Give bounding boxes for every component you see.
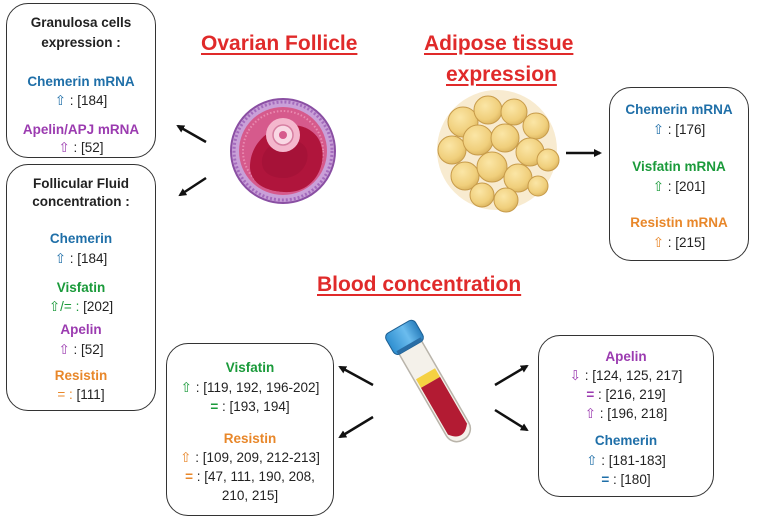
- blood-visfatin-up-value: ⇧ : [119, 192, 196-202]: [167, 380, 333, 396]
- blood-apelin-eq-value: = : [216, 219]: [539, 387, 713, 402]
- equal-sign-icon: =: [185, 469, 194, 484]
- blood-visfatin-resistin-box: Visfatin ⇧ : [119, 192, 196-202] = : [19…: [166, 343, 334, 516]
- ff-chemerin-label: Chemerin: [49, 231, 113, 246]
- adipose-chemerin-ref: : [176]: [664, 122, 706, 137]
- up-arrow-icon: ⇧: [54, 251, 67, 266]
- follicular-fluid-header: Follicular Fluid: [32, 176, 129, 191]
- up-arrow-icon: ⇧: [58, 140, 70, 155]
- granulosa-apelin-label: Apelin/APJ mRNA: [22, 122, 140, 137]
- adipose-visfatin-label: Visfatin mRNA: [632, 159, 726, 174]
- up-arrow-icon: ⇧: [180, 380, 192, 395]
- blood-apelin-up-ref: : [196, 218]: [596, 406, 668, 421]
- granulosa-header-2: expression :: [41, 35, 121, 50]
- equal-sign-icon: = :: [57, 387, 73, 402]
- ff-chemerin-value: ⇧ : [184]: [7, 251, 155, 267]
- adipose-chemerin-value: ⇧ : [176]: [610, 122, 748, 138]
- arrow-to-blood-resistin: [338, 415, 374, 439]
- up-arrow-icon: ⇧: [584, 406, 596, 421]
- granulosa-header: Granulosa cells: [30, 15, 132, 30]
- ovarian-follicle-title: Ovarian Follicle: [201, 32, 358, 55]
- blood-chemerin-up-ref: : [181-183]: [597, 453, 666, 468]
- blood-apelin-down-ref: : [124, 125, 217]: [580, 368, 683, 383]
- blood-resistin-label: Resistin: [223, 431, 277, 446]
- ff-resistin-ref: [111]: [72, 387, 105, 402]
- arrow-to-blood-apelin: [494, 364, 529, 387]
- ff-apelin-label: Apelin: [60, 322, 102, 337]
- blood-tube-icon: [385, 319, 472, 443]
- adipose-resistin-value: ⇧ : [215]: [610, 235, 748, 251]
- adipose-tissue-title-line1: Adipose tissue: [424, 32, 574, 55]
- blood-visfatin-label: Visfatin: [225, 360, 275, 375]
- equal-sign-icon: =: [210, 399, 219, 414]
- adipose-tissue-icon: [437, 90, 560, 213]
- arrow-to-blood-chemerin: [494, 408, 529, 432]
- granulosa-apelin-value: ⇧ : [52]: [7, 140, 155, 156]
- ff-resistin-value: = : [111]: [7, 387, 155, 402]
- blood-apelin-label: Apelin: [605, 349, 647, 364]
- up-arrow-icon: ⇧: [586, 453, 598, 468]
- up-arrow-icon: ⇧: [652, 179, 665, 194]
- granulosa-apelin-ref: : [52]: [69, 140, 104, 155]
- up-arrow-icon: ⇧: [54, 93, 67, 108]
- up-arrow-icon: ⇧: [58, 342, 70, 357]
- equal-sign-icon: =: [586, 387, 595, 402]
- adipose-tissue-box: Chemerin mRNA ⇧ : [176] Visfatin mRNA ⇧ …: [609, 87, 749, 261]
- blood-apelin-up-value: ⇧ : [196, 218]: [539, 406, 713, 422]
- ff-visfatin-ref: [202]: [79, 299, 114, 314]
- blood-chemerin-up-value: ⇧ : [181-183]: [539, 453, 713, 469]
- blood-concentration-title: Blood concentration: [317, 273, 522, 296]
- arrow-to-granulosa: [176, 124, 207, 144]
- blood-apelin-eq-ref: : [216, 219]: [594, 387, 666, 402]
- ff-chemerin-ref: : [184]: [66, 251, 108, 266]
- ff-apelin-value: ⇧ : [52]: [7, 342, 155, 358]
- blood-chemerin-eq-ref: : [180]: [609, 472, 651, 487]
- arrow-to-follicular-fluid: [178, 176, 207, 197]
- granulosa-chemerin-label: Chemerin mRNA: [27, 74, 135, 89]
- blood-resistin-eq-ref-cont: 210, 215]: [221, 488, 279, 503]
- adipose-resistin-ref: : [215]: [664, 235, 706, 250]
- ovarian-follicle-icon: [230, 98, 336, 204]
- blood-visfatin-eq-value: = : [193, 194]: [167, 399, 333, 414]
- ff-visfatin-value: ⇧/= : [202]: [7, 299, 155, 315]
- ff-visfatin-label: Visfatin: [56, 280, 106, 295]
- granulosa-chemerin-value: ⇧ : [184]: [7, 93, 155, 109]
- follicular-fluid-box: Follicular Fluid concentration : Chemeri…: [6, 164, 156, 411]
- up-equal-arrow-icon: ⇧/= :: [48, 299, 80, 314]
- adipose-visfatin-ref: : [201]: [664, 179, 706, 194]
- up-arrow-icon: ⇧: [180, 450, 192, 465]
- granulosa-chemerin-ref: : [184]: [66, 93, 108, 108]
- up-arrow-icon: ⇧: [652, 235, 665, 250]
- follicular-fluid-header-2: concentration :: [32, 194, 130, 209]
- blood-resistin-eq-value: = : [47, 111, 190, 208,: [167, 469, 333, 484]
- ff-resistin-label: Resistin: [54, 368, 108, 383]
- blood-resistin-eq-ref: : [47, 111, 190, 208,: [193, 469, 315, 484]
- arrow-to-blood-visfatin: [338, 365, 374, 387]
- adipose-chemerin-label: Chemerin mRNA: [625, 102, 733, 117]
- equal-sign-icon: =: [601, 472, 610, 487]
- blood-resistin-up-ref: : [109, 209, 212-213]: [191, 450, 320, 465]
- blood-apelin-down-value: ⇩ : [124, 125, 217]: [539, 368, 713, 384]
- blood-apelin-chemerin-box: Apelin ⇩ : [124, 125, 217] = : [216, 219…: [538, 335, 714, 497]
- adipose-tissue-title-line2: expression: [446, 63, 557, 86]
- blood-chemerin-label: Chemerin: [594, 433, 658, 448]
- ff-apelin-ref: : [52]: [69, 342, 104, 357]
- granulosa-cells-box: Granulosa cells expression : Chemerin mR…: [6, 3, 156, 158]
- blood-visfatin-up-ref: : [119, 192, 196-202]: [191, 380, 320, 395]
- down-arrow-icon: ⇩: [569, 368, 581, 383]
- up-arrow-icon: ⇧: [652, 122, 665, 137]
- blood-resistin-up-value: ⇧ : [109, 209, 212-213]: [167, 450, 333, 466]
- adipose-visfatin-value: ⇧ : [201]: [610, 179, 748, 195]
- blood-chemerin-eq-value: = : [180]: [539, 472, 713, 487]
- blood-visfatin-eq-ref: : [193, 194]: [218, 399, 290, 414]
- adipose-resistin-label: Resistin mRNA: [630, 215, 728, 230]
